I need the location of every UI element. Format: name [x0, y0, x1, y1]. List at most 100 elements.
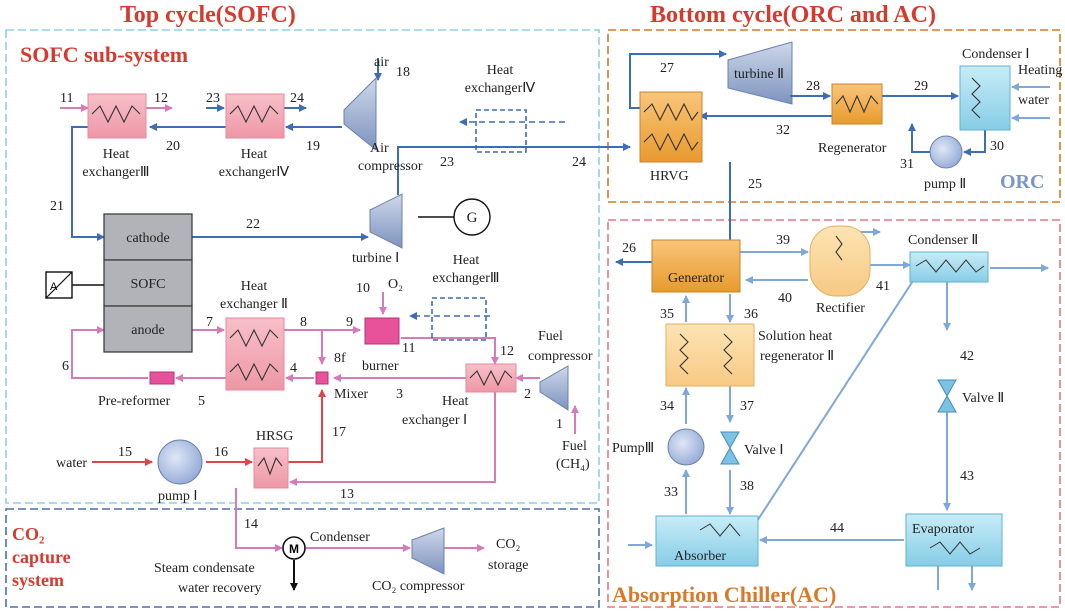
co2-title-line2: capture [12, 547, 71, 567]
stream-14: 14 [244, 517, 258, 532]
fuel-compressor-label-1: Fuel [538, 329, 563, 344]
pump-2-label: pump Ⅱ [924, 177, 966, 192]
condenser-2 [909, 251, 989, 283]
stream-10: 10 [356, 281, 370, 296]
pump-1-label: pump Ⅰ [158, 489, 198, 504]
pump-3-icon [667, 428, 705, 466]
mixer-icon [315, 371, 329, 385]
stream-36: 36 [744, 307, 758, 322]
hrvg [639, 91, 703, 163]
stream-26: 26 [622, 241, 636, 256]
stream-8: 8 [300, 315, 307, 330]
top-cycle-title: Top cycle(SOFC) [120, 2, 296, 28]
hex3-top-label-1: Heat [103, 147, 130, 162]
stream-23-mid: 23 [440, 155, 454, 170]
turbine-1-icon [369, 193, 403, 249]
stream-42: 42 [960, 349, 974, 364]
rectifier-label: Rectifier [816, 301, 865, 316]
condenser-2-label: Condenser Ⅱ [908, 233, 978, 248]
air-compressor-label-1: Air [370, 141, 389, 156]
stream-24-top: 24 [290, 91, 304, 106]
water-label: water [56, 456, 87, 471]
inverter-icon: A [45, 271, 104, 299]
stream-13: 13 [340, 487, 354, 502]
stream-31: 31 [900, 157, 914, 172]
fuel-compressor-icon [539, 365, 569, 411]
heating-water-label-2: water [1018, 93, 1049, 108]
stream-33: 33 [664, 485, 678, 500]
stream-4: 4 [290, 361, 297, 376]
air-compressor-icon [343, 76, 377, 152]
co2-storage-label-1: CO₂ [496, 537, 520, 552]
heating-water-label-1: Heating [1018, 63, 1062, 78]
regenerator-label: Regenerator [818, 141, 887, 156]
fuel-label-1: Fuel [562, 439, 587, 454]
mixer-label: Mixer [334, 387, 369, 402]
turbine-2-icon [727, 41, 793, 105]
evaporator-label: Evaporator [912, 522, 975, 537]
air-label: air [374, 55, 389, 70]
svg-text:M: M [289, 542, 299, 556]
stream-5: 5 [198, 394, 205, 409]
stream-11-top: 11 [60, 91, 73, 106]
bottom-cycle-title: Bottom cycle(ORC and AC) [650, 2, 936, 28]
evaporator [905, 513, 1003, 567]
stream-20: 20 [166, 139, 180, 154]
steam-label-2: water recovery [178, 581, 262, 596]
condenser-1 [959, 65, 1011, 131]
stream-22: 22 [246, 217, 260, 232]
fuel-label-2: (CH₄) [556, 457, 590, 472]
stream-7: 7 [206, 315, 213, 330]
stream-32: 32 [776, 123, 790, 138]
condenser-1-label: Condenser Ⅰ [962, 47, 1030, 62]
co2-storage-label-2: storage [488, 558, 528, 573]
co2-title-line3: system [12, 570, 64, 590]
turbine-2-label: turbine Ⅱ [734, 67, 784, 82]
hex4-dashed-label-2: exchangerⅣ [465, 81, 536, 96]
generator-symbol: G [467, 210, 478, 226]
hex3-top-label-2: exchangerⅢ [82, 165, 149, 180]
stream-38: 38 [740, 479, 754, 494]
burner-label: burner [362, 359, 399, 374]
hex2-label-2: exchanger Ⅱ [220, 297, 288, 312]
cathode-label: cathode [126, 231, 170, 246]
orc-title: ORC [1000, 171, 1044, 193]
shr-label-1: Solution heat [758, 329, 832, 344]
stream-6: 6 [62, 359, 69, 374]
stream-15: 15 [118, 445, 132, 460]
co2-compressor-icon [411, 527, 445, 575]
absorber-label: Absorber [674, 549, 726, 564]
valve-1-label: Valve Ⅰ [744, 443, 784, 458]
stream-41: 41 [876, 279, 890, 294]
air-compressor-label-2: compressor [358, 159, 423, 174]
stream-27: 27 [660, 61, 674, 76]
stream-28: 28 [806, 79, 820, 94]
stream-44: 44 [830, 521, 844, 536]
absorber [655, 515, 759, 567]
sofc-label: SOFC [130, 277, 165, 292]
stream-23-top: 23 [206, 91, 220, 106]
heat-exchanger-2 [225, 317, 285, 391]
svg-text:A: A [50, 281, 58, 293]
solution-heat-regenerator-2 [665, 323, 755, 387]
stream-16: 16 [214, 445, 228, 460]
pre-reformer-label: Pre-reformer [98, 394, 171, 409]
hex4-dashed-label-1: Heat [487, 63, 514, 78]
sofc-subsystem-title: SOFC sub-system [20, 42, 188, 67]
stream-39: 39 [776, 233, 790, 248]
valve-2-label: Valve Ⅱ [962, 391, 1004, 406]
valve-1-icon [720, 431, 740, 465]
rectifier [809, 225, 871, 297]
hrsg-label: HRSG [256, 429, 293, 444]
generator-label: Generator [668, 271, 724, 286]
electric-generator-icon [453, 198, 491, 236]
stream-30: 30 [990, 139, 1004, 154]
stream-19: 19 [306, 139, 320, 154]
stream-3: 3 [396, 387, 403, 402]
fuel-compressor-label-2: compressor [528, 349, 593, 364]
stream-18: 18 [396, 65, 410, 80]
stream-11-burner: 11 [402, 341, 415, 356]
burner-icon [364, 317, 400, 345]
heat-exchanger-4-dashed [475, 109, 527, 153]
